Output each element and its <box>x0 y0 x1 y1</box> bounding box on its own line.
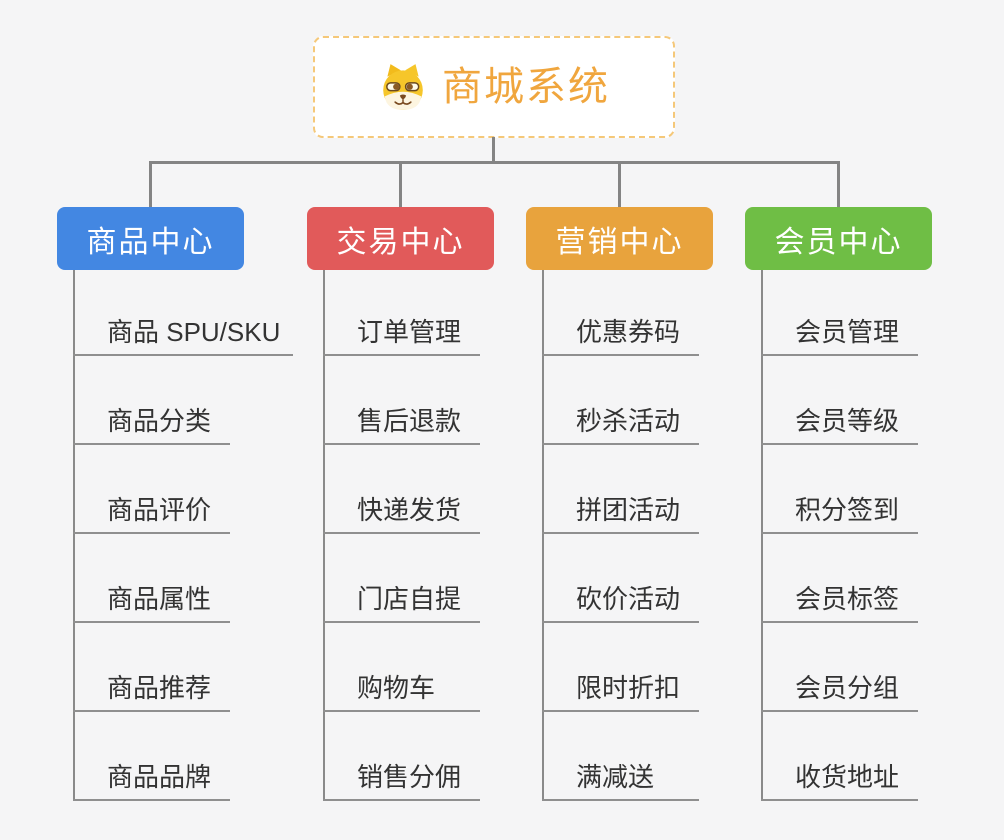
leaf-node[interactable]: 门店自提 <box>323 534 480 623</box>
branch-group-trade: 交易中心 订单管理售后退款快递发货门店自提购物车销售分佣 <box>307 207 557 807</box>
leaf-label: 积分签到 <box>795 495 900 525</box>
leaf-label: 拼团活动 <box>576 495 681 525</box>
branch-header-members[interactable]: 会员中心 <box>745 207 932 270</box>
leaf-node[interactable]: 会员等级 <box>761 356 918 445</box>
leaf-list: 订单管理售后退款快递发货门店自提购物车销售分佣 <box>323 267 480 801</box>
leaf-label: 售后退款 <box>357 406 462 436</box>
leaf-label: 商品属性 <box>107 584 212 614</box>
leaf-node[interactable]: 商品评价 <box>73 445 230 534</box>
connector-trunk <box>761 270 763 801</box>
leaf-node[interactable]: 商品推荐 <box>73 623 230 712</box>
branch-group-members: 会员中心 会员管理会员等级积分签到会员标签会员分组收货地址 <box>745 207 995 807</box>
leaf-node[interactable]: 秒杀活动 <box>542 356 699 445</box>
leaf-label: 砍价活动 <box>576 584 681 614</box>
leaf-label: 商品品牌 <box>107 762 212 792</box>
leaf-node[interactable]: 商品 SPU/SKU <box>73 267 294 356</box>
connector-horizontal <box>149 161 840 164</box>
leaf-node[interactable]: 商品属性 <box>73 534 230 623</box>
leaf-label: 商品 SPU/SKU <box>107 317 281 347</box>
leaf-node[interactable]: 满减送 <box>542 712 699 801</box>
leaf-label: 会员分组 <box>795 673 900 703</box>
leaf-label: 满减送 <box>576 762 655 792</box>
leaf-label: 会员管理 <box>795 317 900 347</box>
leaf-node[interactable]: 购物车 <box>323 623 480 712</box>
leaf-node[interactable]: 商品分类 <box>73 356 230 445</box>
leaf-label: 收货地址 <box>795 762 900 792</box>
leaf-label: 商品评价 <box>107 495 212 525</box>
leaf-node[interactable]: 砍价活动 <box>542 534 699 623</box>
root-title: 商城系统 <box>442 65 610 109</box>
leaf-node[interactable]: 会员标签 <box>761 534 918 623</box>
leaf-node[interactable]: 限时折扣 <box>542 623 699 712</box>
branch-header-trade[interactable]: 交易中心 <box>307 207 494 270</box>
leaf-label: 限时折扣 <box>576 673 681 703</box>
leaf-label: 销售分佣 <box>357 762 462 792</box>
leaf-label: 会员标签 <box>795 584 900 614</box>
leaf-node[interactable]: 拼团活动 <box>542 445 699 534</box>
leaf-list: 优惠券码秒杀活动拼团活动砍价活动限时折扣满减送 <box>542 267 699 801</box>
leaf-label: 优惠券码 <box>576 317 681 347</box>
leaf-label: 快递发货 <box>357 495 462 525</box>
leaf-label: 购物车 <box>357 673 436 703</box>
connector-trunk <box>323 270 325 801</box>
connector-drop <box>837 161 840 208</box>
leaf-label: 会员等级 <box>795 406 900 436</box>
branch-group-products: 商品中心 商品 SPU/SKU 商品分类商品评价商品属性商品推荐商品品牌 <box>57 207 307 807</box>
branch-header-products[interactable]: 商品中心 <box>57 207 244 270</box>
leaf-label: 订单管理 <box>357 317 462 347</box>
dog-face-icon <box>378 62 428 112</box>
leaf-node[interactable]: 快递发货 <box>323 445 480 534</box>
connector-trunk <box>73 270 75 801</box>
leaf-node[interactable]: 会员分组 <box>761 623 918 712</box>
leaf-node[interactable]: 收货地址 <box>761 712 918 801</box>
leaf-label: 商品推荐 <box>107 673 212 703</box>
leaf-node[interactable]: 订单管理 <box>323 267 480 356</box>
leaf-label: 门店自提 <box>357 584 462 614</box>
connector-root-stem <box>492 137 495 164</box>
leaf-node[interactable]: 售后退款 <box>323 356 480 445</box>
connector-drop <box>618 161 621 208</box>
leaf-node[interactable]: 商品品牌 <box>73 712 230 801</box>
leaf-list: 商品 SPU/SKU 商品分类商品评价商品属性商品推荐商品品牌 <box>73 267 294 801</box>
leaf-node[interactable]: 积分签到 <box>761 445 918 534</box>
leaf-node[interactable]: 销售分佣 <box>323 712 480 801</box>
connector-trunk <box>542 270 544 801</box>
branch-header-marketing[interactable]: 营销中心 <box>526 207 713 270</box>
leaf-label: 秒杀活动 <box>576 406 681 436</box>
leaf-label: 商品分类 <box>107 406 212 436</box>
connector-drop <box>149 161 152 208</box>
leaf-node[interactable]: 优惠券码 <box>542 267 699 356</box>
leaf-list: 会员管理会员等级积分签到会员标签会员分组收货地址 <box>761 267 918 801</box>
root-node[interactable]: 商城系统 <box>313 36 675 138</box>
branch-group-marketing: 营销中心 优惠券码秒杀活动拼团活动砍价活动限时折扣满减送 <box>526 207 776 807</box>
leaf-node[interactable]: 会员管理 <box>761 267 918 356</box>
connector-drop <box>399 161 402 208</box>
